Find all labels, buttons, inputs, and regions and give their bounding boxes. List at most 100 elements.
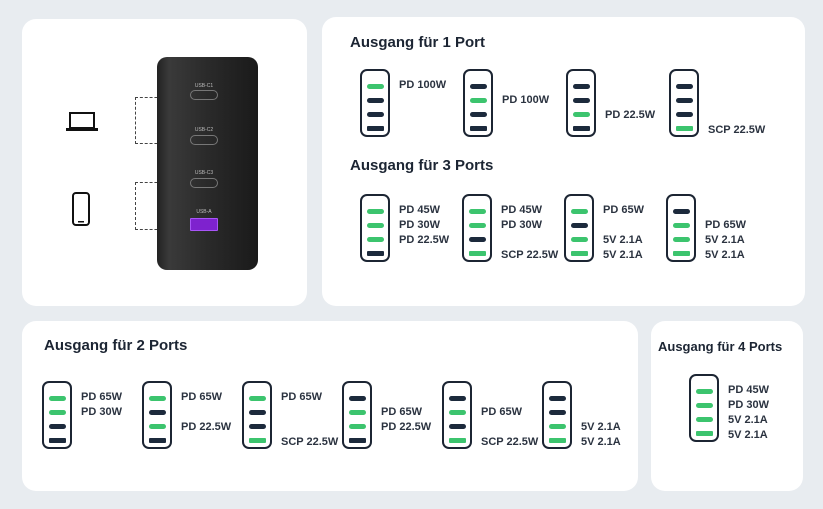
- output-label: PD 65W: [481, 406, 522, 418]
- output-label: 5V 2.1A: [581, 436, 621, 448]
- inactive-usb-a-port-icon: [469, 125, 487, 131]
- output-label: PD 65W: [81, 391, 122, 403]
- charger-ports-icon: [360, 69, 390, 137]
- inactive-usb-c-port-icon: [548, 410, 566, 416]
- charger-ports-icon: [666, 194, 696, 262]
- inactive-usb-c-port-icon: [148, 410, 166, 416]
- laptop-icon: [66, 112, 98, 131]
- inactive-usb-c-port-icon: [468, 236, 486, 242]
- output-label: PD 65W: [281, 391, 322, 403]
- inactive-usb-c-port-icon: [366, 98, 384, 104]
- port-config: PD 100W: [360, 69, 463, 138]
- charger-image: USB-C1 USB-C2 USB-C3 USB-A: [157, 57, 258, 270]
- active-usb-c-port-icon: [570, 236, 588, 242]
- output-label: [399, 108, 446, 123]
- usb-c-port: [190, 90, 218, 100]
- inactive-usb-c-port-icon: [448, 423, 466, 429]
- inactive-usb-a-port-icon: [366, 125, 384, 131]
- output-label: PD 65W: [181, 391, 222, 403]
- connector-line: [135, 182, 172, 230]
- active-usb-c-port-icon: [148, 396, 166, 402]
- output-label: SCP 22.5W: [501, 249, 559, 261]
- output-label: PD 30W: [81, 406, 122, 418]
- output-label: PD 65W: [381, 406, 422, 418]
- inactive-usb-a-port-icon: [148, 437, 166, 443]
- inactive-usb-c-port-icon: [366, 111, 384, 117]
- output-labels: PD 22.5W: [605, 69, 655, 138]
- active-usb-c-port-icon: [570, 209, 588, 215]
- output-label: [181, 435, 231, 450]
- inactive-usb-c-port-icon: [469, 84, 487, 90]
- usb-c-port: [190, 178, 218, 188]
- charger-ports-icon: [360, 194, 390, 262]
- output-label: PD 45W: [728, 384, 769, 396]
- active-usb-c-port-icon: [48, 396, 66, 402]
- output-label: [605, 123, 655, 138]
- active-usb-c-port-icon: [548, 423, 566, 429]
- inactive-usb-c-port-icon: [448, 396, 466, 402]
- output-label: 5V 2.1A: [705, 249, 745, 261]
- output-label: PD 100W: [399, 79, 447, 91]
- connector-line: [135, 97, 172, 144]
- output-label: PD 22.5W: [181, 421, 232, 433]
- output-label: PD 65W: [603, 204, 644, 216]
- output-label: [502, 108, 549, 123]
- output-label: PD 22.5W: [605, 109, 656, 121]
- output-label: [502, 78, 549, 93]
- output-label: [605, 78, 655, 93]
- active-usb-a-port-icon: [248, 437, 266, 443]
- output-label: [399, 123, 446, 138]
- active-usb-a-port-icon: [570, 250, 588, 256]
- active-usb-c-port-icon: [348, 423, 366, 429]
- card-2-ports: [22, 321, 638, 491]
- port-config: PD 65W PD 30W: [42, 381, 142, 450]
- output-label: [501, 233, 558, 248]
- output-label: PD 22.5W: [399, 234, 450, 246]
- inactive-usb-a-port-icon: [366, 250, 384, 256]
- output-label: [581, 405, 621, 420]
- charger-ports-icon: [142, 381, 172, 449]
- output-label: SCP 22.5W: [481, 436, 539, 448]
- active-usb-c-port-icon: [672, 223, 690, 229]
- output-labels: PD 65W SCP 22.5W: [281, 381, 338, 450]
- output-labels: SCP 22.5W: [708, 69, 765, 138]
- section-title: Ausgang für 4 Ports: [658, 339, 783, 354]
- charger-ports-icon: [462, 194, 492, 262]
- output-label: PD 30W: [501, 219, 542, 231]
- output-labels: PD 65W PD 30W: [81, 381, 122, 450]
- output-label: SCP 22.5W: [281, 436, 339, 448]
- inactive-usb-c-port-icon: [348, 396, 366, 402]
- active-usb-c-port-icon: [672, 236, 690, 242]
- output-label: PD 65W: [705, 219, 746, 231]
- output-label: [399, 93, 446, 108]
- output-label: [281, 405, 338, 420]
- inactive-usb-c-port-icon: [675, 111, 693, 117]
- phone-icon: [72, 192, 90, 226]
- active-usb-c-port-icon: [448, 410, 466, 416]
- output-label: 5V 2.1A: [728, 429, 768, 441]
- active-usb-a-port-icon: [468, 250, 486, 256]
- usb-a-port: [190, 218, 218, 231]
- section-title: Ausgang für 2 Ports: [44, 337, 188, 354]
- output-label: [708, 78, 765, 93]
- output-labels: PD 65W PD 22.5W: [181, 381, 231, 450]
- section-title: Ausgang für 3 Ports: [350, 157, 494, 174]
- active-usb-c-port-icon: [366, 223, 384, 229]
- port-config: SCP 22.5W: [669, 69, 772, 138]
- device-card: USB-C1 USB-C2 USB-C3 USB-A: [22, 19, 307, 306]
- charger-ports-icon: [42, 381, 72, 449]
- output-label: PD 30W: [728, 399, 769, 411]
- output-label: PD 45W: [399, 204, 440, 216]
- inactive-usb-c-port-icon: [248, 423, 266, 429]
- inactive-usb-c-port-icon: [572, 84, 590, 90]
